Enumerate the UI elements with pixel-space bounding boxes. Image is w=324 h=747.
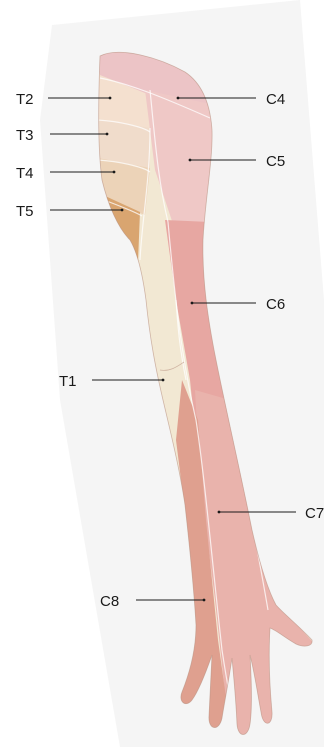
label-t2: T2 <box>16 91 34 108</box>
label-t4: T4 <box>16 165 34 182</box>
label-c5: C5 <box>266 153 285 170</box>
label-t3: T3 <box>16 127 34 144</box>
label-c4: C4 <box>266 91 285 108</box>
label-c7: C7 <box>305 505 324 522</box>
label-c8: C8 <box>100 593 119 610</box>
label-c6: C6 <box>266 296 285 313</box>
label-t5: T5 <box>16 203 34 220</box>
label-t1: T1 <box>59 373 77 390</box>
